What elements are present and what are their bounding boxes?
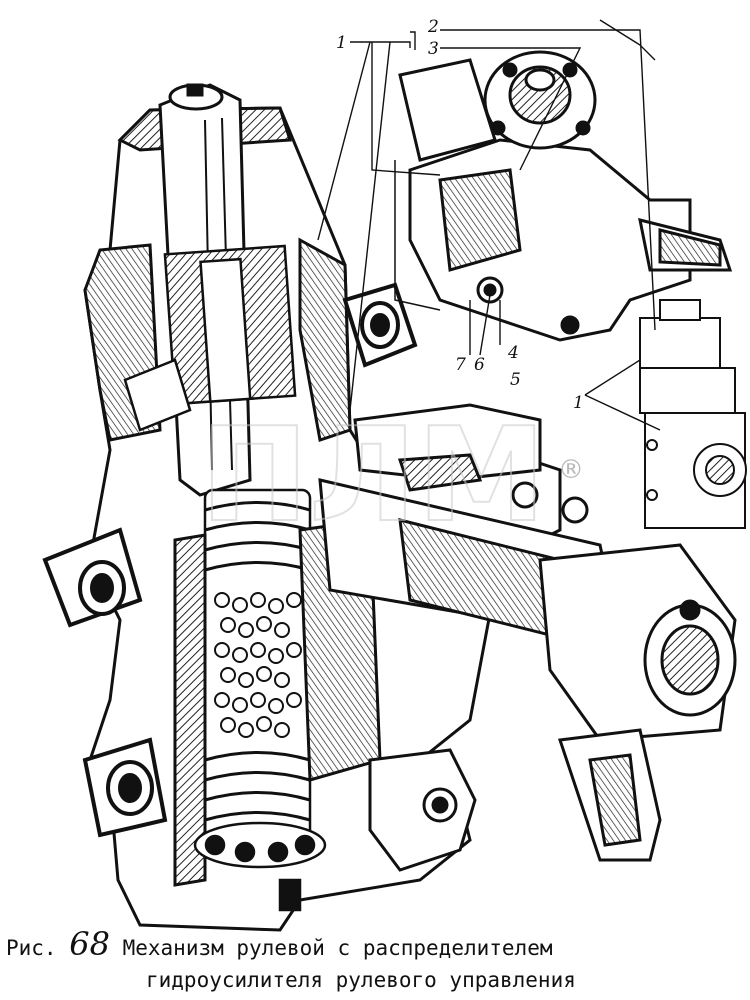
sector-shaft — [318, 478, 737, 742]
callout-1-inset: 1 — [573, 393, 584, 413]
figure-number: 68 — [69, 925, 110, 963]
callout-4: 4 — [507, 343, 519, 363]
caption-prefix: Рис. — [6, 936, 57, 960]
bottom-flange — [368, 748, 477, 872]
callout-1: 1 — [336, 33, 347, 53]
caption-title-line1: Механизм рулевой с распределителем — [122, 936, 553, 960]
callout-3: 3 — [428, 39, 439, 59]
callout-7: 7 — [455, 355, 466, 375]
mounting-boss-lower — [82, 737, 168, 838]
watermark-logo: ПЛМ — [200, 399, 546, 551]
leader-lines — [317, 19, 661, 431]
front-view-inset — [639, 299, 747, 529]
watermark-registered-mark: ® — [558, 455, 584, 485]
bipod-arm — [557, 728, 662, 862]
caption-title-line2: гидроусилителя рулевого управления — [146, 968, 576, 992]
side-cover — [353, 403, 589, 524]
callout-6: 6 — [474, 355, 485, 375]
mounting-boss-right — [342, 282, 418, 368]
mounting-boss-upper — [42, 527, 143, 628]
external-view-inset — [394, 50, 733, 342]
callout-5: 5 — [510, 370, 521, 390]
distributor-valve — [123, 244, 297, 432]
callout-2: 2 — [427, 17, 439, 37]
lower-bearing — [193, 821, 327, 912]
figure-caption: Рис. 68 Механизм рулевой с распределител… — [6, 928, 746, 996]
